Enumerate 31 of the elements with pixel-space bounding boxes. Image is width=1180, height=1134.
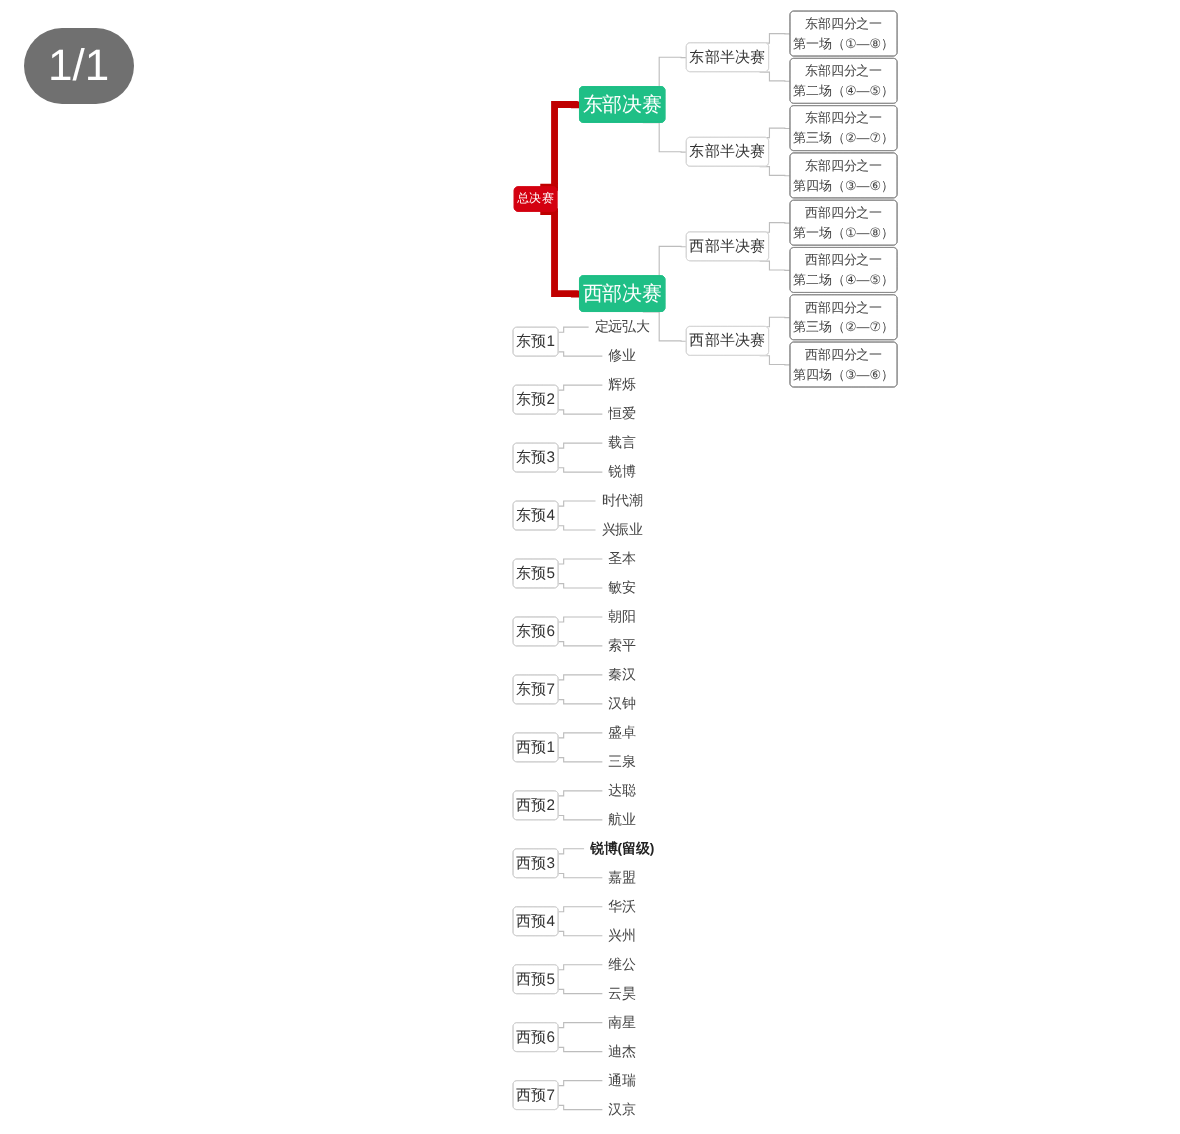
connector bbox=[558, 467, 604, 473]
connector bbox=[558, 616, 604, 623]
connector bbox=[558, 848, 586, 855]
connector bbox=[558, 641, 604, 647]
connector bbox=[541, 101, 581, 191]
connector bbox=[558, 790, 604, 797]
connector bbox=[558, 442, 604, 449]
connector bbox=[558, 814, 604, 821]
page-counter: 1/1 bbox=[24, 28, 134, 104]
connector bbox=[558, 1022, 604, 1029]
connector bbox=[558, 1080, 604, 1087]
connector bbox=[558, 326, 591, 333]
connector bbox=[541, 208, 581, 298]
connector bbox=[558, 558, 604, 565]
connector bbox=[558, 699, 604, 705]
connector bbox=[558, 351, 604, 357]
connector bbox=[558, 872, 604, 879]
connector bbox=[558, 1104, 604, 1111]
connector bbox=[558, 525, 597, 531]
connector bbox=[558, 384, 604, 391]
connector bbox=[558, 988, 604, 995]
connector bbox=[558, 964, 604, 971]
connector bbox=[558, 1046, 604, 1053]
connector bbox=[558, 500, 597, 507]
connector bbox=[558, 674, 604, 681]
connector bbox=[558, 930, 604, 937]
connector bbox=[558, 583, 604, 589]
connector bbox=[558, 906, 604, 913]
connector bbox=[558, 409, 604, 415]
connector bbox=[558, 732, 604, 739]
connector bbox=[558, 757, 604, 763]
